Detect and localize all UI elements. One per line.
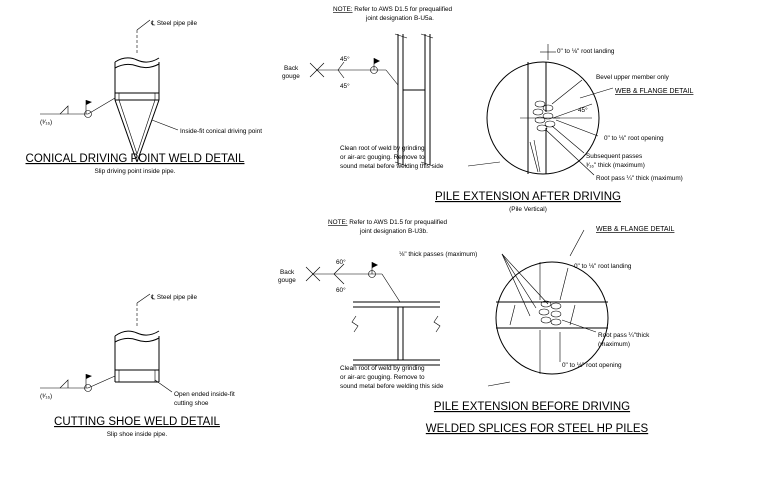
conical-detail-title: CONICAL DRIVING POINT WELD DETAIL xyxy=(26,153,246,165)
after-root-opening: 0" to ⅛" root opening xyxy=(604,135,664,142)
before-root-opening: 0" to ⅛" root opening xyxy=(562,362,622,369)
conical-point-detail: ℄ Steel pipe pile (³⁄₁₆) Inside-fit coni… xyxy=(26,19,262,175)
before-note-line2: joint designation B-U3b. xyxy=(359,228,428,235)
after-angle-top: 45° xyxy=(340,55,350,63)
after-detail-subtitle: (Pile Vertical) xyxy=(509,206,547,213)
before-angle-top: 60° xyxy=(336,258,346,266)
after-root-pass: Root pass ¼" thick (maximum) xyxy=(596,175,683,182)
shoe-detail-title: CUTTING SHOE WELD DETAIL xyxy=(54,416,221,428)
conical-point-callout: Inside-fit conical driving point xyxy=(180,128,262,135)
after-driving-detail: NOTE: Refer to AWS D1.5 for prequalified… xyxy=(282,6,694,213)
after-detail-title: PILE EXTENSION AFTER DRIVING xyxy=(435,191,621,203)
after-passes-2: ³⁄₁₆" thick (maximum) xyxy=(586,162,645,169)
shoe-weld-size: (³⁄₁₆) xyxy=(40,393,52,400)
after-passes-1: Subsequent passes xyxy=(586,153,642,160)
sheet-title: WELDED SPLICES FOR STEEL HP PILES xyxy=(426,423,649,435)
conical-pipe-callout: ℄ Steel pipe pile xyxy=(150,20,197,27)
after-clean-3: sound metal before welding this side xyxy=(340,163,444,170)
after-note-line1: Refer to AWS D1.5 for prequalified xyxy=(353,6,453,13)
conical-detail-subtitle: Slip driving point inside pipe. xyxy=(95,168,176,175)
before-back-gouge-1: Back xyxy=(280,269,295,276)
after-web-flange-label: WEB & FLANGE DETAIL xyxy=(615,88,694,95)
after-angle-bottom: 45° xyxy=(340,82,350,90)
before-clean-2: or air-arc gouging. Remove to xyxy=(340,374,425,381)
before-angle-bottom: 60° xyxy=(336,286,346,294)
after-root-landing: 0" to ⅛" root landing xyxy=(557,48,615,55)
after-note-line2: joint designation B-U5a. xyxy=(365,15,434,22)
after-detail-angle: 45° xyxy=(578,106,588,114)
before-back-gouge-2: gouge xyxy=(278,277,296,284)
conical-weld-size: (³⁄₁₆) xyxy=(40,119,52,126)
shoe-callout-line1: Open ended inside-fit xyxy=(174,391,235,398)
before-clean-3: sound metal before welding this side xyxy=(340,383,444,390)
before-web-flange-label: WEB & FLANGE DETAIL xyxy=(596,226,675,233)
before-driving-detail: NOTE: Refer to AWS D1.5 for prequalified… xyxy=(278,219,675,413)
before-note: NOTE: Refer to AWS D1.5 for prequalified xyxy=(328,219,448,226)
shoe-pipe-callout: ℄ Steel pipe pile xyxy=(150,294,197,301)
after-clean-1: Clean root of weld by grinding xyxy=(340,145,425,152)
before-root-pass-2: (maximum) xyxy=(598,341,630,348)
before-note-line1: Refer to AWS D1.5 for prequalified xyxy=(348,219,448,226)
before-clean-1: Clean root of weld by grinding xyxy=(340,365,425,372)
before-root-landing: 0" to ⅛" root landing xyxy=(574,263,632,270)
after-clean-2: or air-arc gouging. Remove to xyxy=(340,154,425,161)
after-note: NOTE: Refer to AWS D1.5 for prequalified xyxy=(333,6,453,13)
after-back-gouge-1: Back xyxy=(284,65,299,72)
before-detail-title: PILE EXTENSION BEFORE DRIVING xyxy=(434,401,630,413)
before-note-label: NOTE: xyxy=(328,219,348,226)
shoe-callout-line2: cutting shoe xyxy=(174,400,209,407)
before-root-pass-1: Root pass ¼"thick xyxy=(598,332,650,339)
before-passes: ⅛" thick passes (maximum) xyxy=(399,251,477,258)
after-note-label: NOTE: xyxy=(333,6,353,13)
after-back-gouge-2: gouge xyxy=(282,73,300,80)
cutting-shoe-detail: ℄ Steel pipe pile (³⁄₁₆) Open ended insi… xyxy=(40,293,235,438)
shoe-detail-subtitle: Slip shoe inside pipe. xyxy=(107,431,168,438)
after-bevel: Bevel upper member only xyxy=(596,74,670,81)
